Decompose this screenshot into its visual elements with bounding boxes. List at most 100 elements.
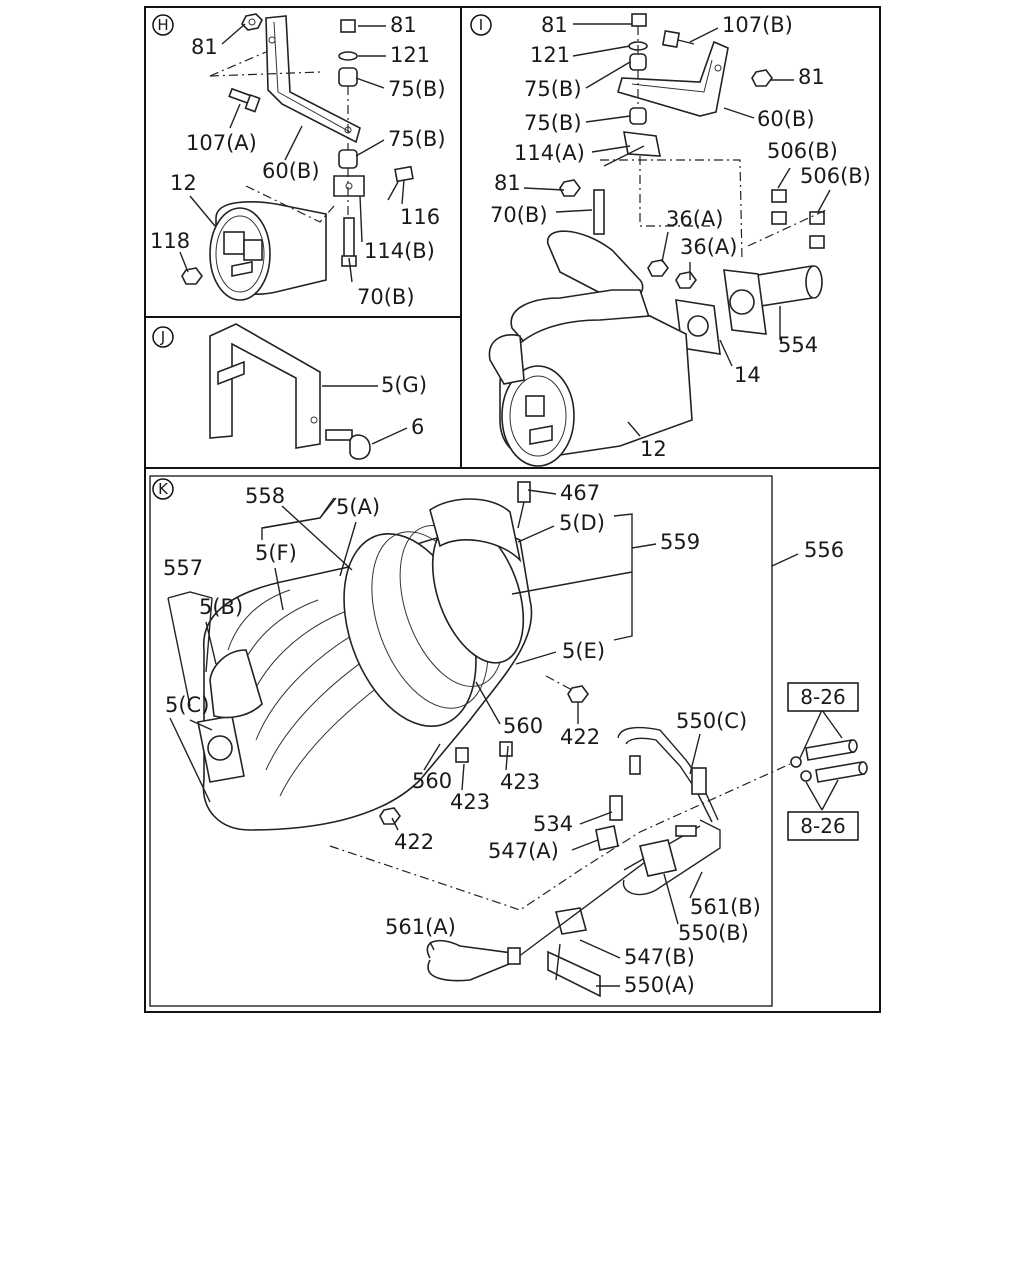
label-k-550c: 550(C) <box>676 709 747 733</box>
label-i-60b: 60(B) <box>757 107 815 131</box>
frame-outer <box>144 6 881 1013</box>
label-i-36a1: 36(A) <box>666 207 723 231</box>
leader-k-422b <box>391 817 399 831</box>
label-k-422a: 422 <box>560 725 600 749</box>
section-markers: H I J K <box>152 14 492 500</box>
section-marker-h: H <box>152 14 174 36</box>
label-i-107b: 107(B) <box>722 13 793 37</box>
label-k-467: 467 <box>560 481 600 505</box>
leader-i-121 <box>572 45 631 57</box>
label-i-14: 14 <box>734 363 761 387</box>
part-labels: 81 81 121 75(B) 107(A) 75(B) 60(B) 12 116 118 114(… <box>150 13 871 997</box>
label-k-5d: 5(D) <box>559 511 605 535</box>
leader-k-561a <box>429 941 435 951</box>
label-h-60b: 60(B) <box>262 159 320 183</box>
leader-k-550c <box>689 733 701 775</box>
section-letter: J <box>160 328 165 346</box>
label-k-547b: 547(B) <box>624 945 695 969</box>
leader-h-114b <box>359 195 363 243</box>
leader-i-12 <box>627 421 641 437</box>
leader-k-534 <box>579 811 613 825</box>
label-k-558: 558 <box>245 484 285 508</box>
label-k-557: 557 <box>163 556 203 580</box>
ref-top: 8-26 <box>787 682 859 712</box>
label-h-81b: 81 <box>390 13 417 37</box>
label-k-547a: 547(A) <box>488 839 559 863</box>
section-i-drawing <box>488 13 827 467</box>
label-i-81b: 81 <box>798 65 825 89</box>
label-k-561a: 561(A) <box>385 915 456 939</box>
label-k-423a: 423 <box>500 770 540 794</box>
leader-k-467 <box>527 489 557 495</box>
leader-h-107a <box>229 103 241 129</box>
leader-k-560a <box>475 681 501 725</box>
label-i-554: 554 <box>778 333 818 357</box>
label-i-36a2: 36(A) <box>680 235 737 259</box>
label-j-5g: 5(G) <box>381 373 427 397</box>
leader-k-556 <box>771 553 799 567</box>
label-k-5b: 5(B) <box>199 595 243 619</box>
label-h-12: 12 <box>170 171 197 195</box>
section-letter: H <box>157 16 168 34</box>
label-i-81a: 81 <box>541 13 568 37</box>
leader-lines <box>179 23 831 987</box>
leader-i-107b <box>689 27 719 43</box>
leader-i-114a <box>591 145 631 153</box>
label-h-81a: 81 <box>191 35 218 59</box>
label-k-561b: 561(B) <box>690 895 761 919</box>
label-i-121: 121 <box>530 43 570 67</box>
leader-k-423b <box>461 763 465 791</box>
leader-k-423a <box>505 745 509 771</box>
leader-i-60b <box>723 107 755 119</box>
leader-i-81c <box>523 187 565 191</box>
section-j-drawing <box>209 323 371 460</box>
label-h-118: 118 <box>150 229 190 253</box>
label-h-70b: 70(B) <box>357 285 415 309</box>
label-h-107a: 107(A) <box>186 131 257 155</box>
section-h-drawing <box>181 13 414 301</box>
leader-h-12 <box>189 195 216 227</box>
section-letter: I <box>479 16 483 34</box>
section-letter: K <box>158 480 169 498</box>
label-i-506b1: 506(B) <box>767 139 838 163</box>
label-k-550a: 550(A) <box>624 973 695 997</box>
label-i-114a: 114(A) <box>514 141 585 165</box>
label-k-5c: 5(C) <box>165 693 209 717</box>
leader-i-70b <box>555 209 593 213</box>
label-k-560a: 560 <box>503 714 543 738</box>
label-k-422b: 422 <box>394 830 434 854</box>
label-k-556: 556 <box>804 538 844 562</box>
leader-k-5a <box>339 521 357 577</box>
leader-h-118 <box>179 251 189 273</box>
label-h-75b2: 75(B) <box>388 127 446 151</box>
leader-h-116 <box>401 179 405 205</box>
leader-i-506b2 <box>817 189 831 213</box>
label-h-114b: 114(B) <box>364 239 435 263</box>
section-marker-k: K <box>152 478 174 500</box>
label-k-423b: 423 <box>450 790 490 814</box>
leader-j-6 <box>371 427 408 445</box>
leader-k-5d <box>517 525 555 543</box>
label-h-116: 116 <box>400 205 440 229</box>
section-k-drawing <box>197 481 868 998</box>
label-i-70b: 70(B) <box>490 203 548 227</box>
label-i-75b1: 75(B) <box>524 77 582 101</box>
leader-i-36a1 <box>661 231 669 263</box>
leader-i-14 <box>719 339 733 367</box>
label-k-5f: 5(F) <box>255 541 297 565</box>
leader-k-561b <box>689 871 703 899</box>
label-k-5a: 5(A) <box>336 495 380 519</box>
section-marker-i: I <box>470 14 492 36</box>
leader-h-75b2 <box>355 139 385 157</box>
leader-i-506b1 <box>777 167 791 189</box>
label-k-550b: 550(B) <box>678 921 749 945</box>
leader-k-547b <box>579 939 621 959</box>
leader-h-75b1 <box>355 77 385 89</box>
section-marker-j: J <box>152 326 174 348</box>
ref-bottom: 8-26 <box>787 811 859 841</box>
group-braces <box>167 497 657 803</box>
label-h-75b1: 75(B) <box>388 77 446 101</box>
label-i-75b2: 75(B) <box>524 111 582 135</box>
label-k-534: 534 <box>533 812 573 836</box>
